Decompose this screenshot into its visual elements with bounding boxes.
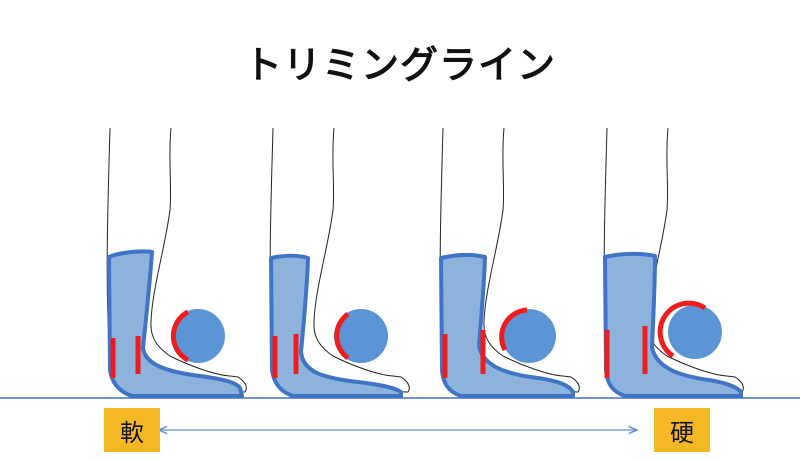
trim-arc-1 — [170, 309, 190, 363]
ankle-joint-circle-1 — [171, 309, 225, 363]
ankle-joint-circle-2 — [334, 309, 388, 363]
trim-arc-4 — [657, 300, 707, 359]
hard-label: 硬 — [654, 408, 710, 452]
slide-title: トリミングライン — [243, 43, 556, 87]
ankle-joint-circle-4 — [668, 305, 722, 359]
orthosis-figure-1 — [106, 127, 247, 398]
orthosis-figure-3 — [439, 127, 580, 398]
orthosis-figure-2 — [269, 127, 410, 398]
brace-2 — [269, 253, 403, 398]
soft-label-text: 軟 — [120, 418, 144, 447]
brace-4 — [603, 251, 743, 398]
trim-arc-3 — [499, 307, 528, 352]
ankle-joint-circle-3 — [502, 309, 556, 363]
orthosis-figure-4 — [603, 127, 744, 398]
trim-arc-2 — [334, 311, 350, 361]
brace-1 — [107, 249, 244, 398]
soft-label: 軟 — [104, 408, 160, 452]
hard-label-text: 硬 — [670, 418, 694, 447]
brace-3 — [439, 252, 575, 398]
